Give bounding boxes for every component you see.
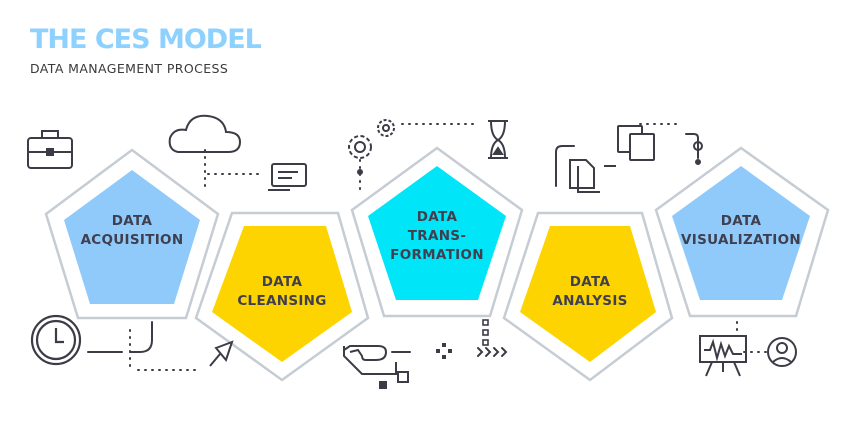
stage-label-line: FORMATION bbox=[390, 247, 484, 263]
connectors bbox=[87, 123, 769, 371]
stage-label-cleansing: DATA CLEANSING bbox=[222, 273, 342, 311]
move-icon bbox=[436, 319, 489, 359]
arrows-icon bbox=[477, 347, 508, 357]
stage-data-analysis bbox=[502, 211, 674, 382]
stage-data-cleansing bbox=[194, 211, 370, 382]
stage-label-line: ACQUISITION bbox=[80, 232, 184, 248]
page-title: THE CES MODEL bbox=[30, 24, 262, 55]
stage-label-line: DATA bbox=[261, 274, 303, 290]
stage-label-line: ANALYSIS bbox=[552, 293, 628, 309]
user-icon bbox=[767, 337, 797, 367]
briefcase-icon bbox=[27, 130, 73, 169]
stage-label-acquisition: DATA ACQUISITION bbox=[72, 212, 192, 250]
stage-label-line: DATA bbox=[720, 213, 762, 229]
stage-label-analysis: DATA ANALYSIS bbox=[530, 273, 650, 311]
stage-label-transformation: DATA TRANS- FORMATION bbox=[377, 208, 497, 265]
cloud-icon bbox=[168, 114, 242, 153]
stage-label-line: DATA bbox=[111, 213, 153, 229]
clock-icon bbox=[30, 314, 82, 366]
stage-label-line: DATA bbox=[416, 209, 458, 225]
stage-label-visualization: DATA VISUALIZATION bbox=[681, 212, 801, 250]
glasses-icon bbox=[343, 345, 409, 389]
stage-data-transformation bbox=[350, 146, 524, 318]
stage-label-line: CLEANSING bbox=[237, 293, 327, 309]
stage-data-acquisition bbox=[44, 148, 220, 320]
stage-label-line: VISUALIZATION bbox=[681, 232, 801, 248]
hourglass-icon bbox=[488, 120, 508, 159]
copy-documents-icon bbox=[569, 125, 703, 193]
chart-board-icon bbox=[699, 335, 747, 377]
stage-label-line: DATA bbox=[569, 274, 611, 290]
monitor-icon bbox=[268, 163, 307, 191]
stage-data-visualization bbox=[654, 146, 830, 318]
cursor-icon bbox=[209, 340, 234, 367]
gears-icon bbox=[348, 119, 395, 175]
stage-label-line: TRANS- bbox=[407, 228, 467, 244]
page-subtitle: DATA MANAGEMENT PROCESS bbox=[30, 61, 229, 76]
